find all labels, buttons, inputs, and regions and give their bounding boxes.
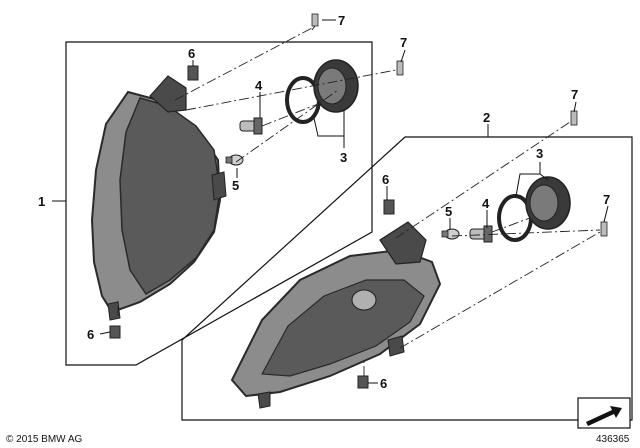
left-cover-cap <box>313 59 359 113</box>
callout-6-right-top: 6 <box>382 172 389 187</box>
left-headlight <box>90 75 227 321</box>
left-top-screw <box>311 13 319 31</box>
callout-2: 2 <box>483 110 490 125</box>
callout-7-right-lower: 7 <box>603 192 610 207</box>
left-side-bulb <box>225 154 244 166</box>
left-headlight-housing <box>119 97 221 296</box>
callout-7-left-right: 7 <box>400 35 407 50</box>
callout-7-left-top: 7 <box>338 13 345 28</box>
callout-6-right-bottom: 6 <box>380 376 387 391</box>
right-upper-clip <box>383 199 395 215</box>
right-lower-screw <box>600 221 608 237</box>
right-headlight <box>230 221 442 409</box>
left-lower-clip <box>109 325 121 339</box>
copyright-text: © 2015 BMW AG <box>6 434 83 445</box>
left-right-screw <box>396 60 404 76</box>
left-headlight-side-tab <box>211 171 227 201</box>
callout-4-right: 4 <box>482 196 490 211</box>
left-upper-clip <box>187 65 199 81</box>
callout-1: 1 <box>38 194 45 209</box>
callout-6-left-top: 6 <box>188 46 195 61</box>
right-main-bulb <box>469 225 493 243</box>
callout-6-left-bottom: 6 <box>87 327 94 342</box>
right-headlight-rear-bracket <box>379 221 427 265</box>
callout-7-right-upper: 7 <box>571 87 578 102</box>
group-frame-2 <box>181 136 633 421</box>
diagram-number: 436365 <box>596 434 630 445</box>
right-headlight-lower-tab <box>387 335 405 357</box>
right-upper-screw <box>570 110 578 126</box>
right-headlight-lamp-unit <box>351 289 377 311</box>
callout-5-right: 5 <box>445 204 452 219</box>
left-headlight-lower-tab <box>107 301 121 321</box>
right-headlight-mount-foot <box>257 391 271 409</box>
right-lower-clip <box>357 375 369 389</box>
group-frame-1 <box>65 41 373 366</box>
orientation-box <box>577 397 631 429</box>
assembly-axes <box>117 27 601 376</box>
callout-3-right: 3 <box>536 146 543 161</box>
callout-3-left: 3 <box>340 150 347 165</box>
left-headlight-bracket <box>149 75 187 113</box>
direction-arrow-icon <box>586 406 622 426</box>
left-main-bulb <box>239 117 263 135</box>
right-side-bulb <box>441 228 460 240</box>
leader-lines <box>52 19 609 384</box>
callout-5-left: 5 <box>232 178 239 193</box>
right-cover-cap <box>525 176 571 230</box>
callout-4-left: 4 <box>255 78 263 93</box>
right-headlight-reflector <box>261 279 425 377</box>
